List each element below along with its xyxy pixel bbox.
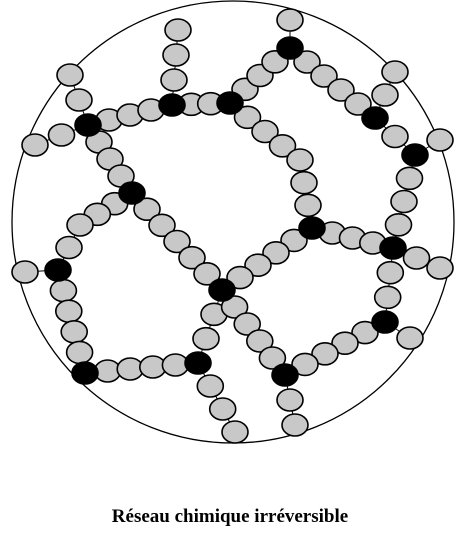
crosslink-node <box>209 279 235 301</box>
monomer-bead <box>397 167 423 189</box>
monomer-bead <box>382 61 408 83</box>
crosslink-node <box>45 259 71 281</box>
monomer-bead <box>391 191 417 213</box>
monomer-bead <box>66 89 92 111</box>
monomer-bead <box>197 375 223 397</box>
monomer-bead <box>295 194 321 216</box>
crosslink-node <box>299 217 325 239</box>
monomer-bead <box>282 414 308 436</box>
crosslink-node <box>380 237 406 259</box>
crosslink-node <box>272 364 298 386</box>
crosslink-node <box>402 144 428 166</box>
monomer-bead <box>386 214 412 236</box>
crosslink-node <box>217 92 243 114</box>
monomer-bead <box>404 247 430 269</box>
monomer-bead <box>427 129 453 151</box>
monomer-bead <box>61 321 87 343</box>
monomer-bead <box>372 84 398 106</box>
monomer-bead <box>427 257 453 279</box>
monomer-bead <box>291 172 317 194</box>
monomer-bead <box>56 300 82 322</box>
monomer-bead <box>67 341 93 363</box>
crosslink-node <box>119 182 145 204</box>
monomer-bead <box>161 69 187 91</box>
monomer-bead <box>277 389 303 411</box>
crosslink-node <box>75 114 101 136</box>
monomer-bead <box>49 124 75 146</box>
monomer-bead <box>210 398 236 420</box>
crosslink-node <box>277 37 303 59</box>
monomer-bead <box>277 9 303 31</box>
crosslink-node <box>185 352 211 374</box>
monomer-bead <box>56 237 82 259</box>
monomer-bead <box>377 262 403 284</box>
monomer-bead <box>382 126 408 148</box>
monomer-bead <box>22 134 48 156</box>
monomer-bead <box>50 280 76 302</box>
monomer-bead <box>193 328 219 350</box>
monomer-bead <box>165 19 191 41</box>
crosslink-node <box>159 94 185 116</box>
monomer-bead <box>12 261 38 283</box>
monomer-bead <box>163 44 189 66</box>
monomer-bead <box>287 149 313 171</box>
monomer-bead <box>397 327 423 349</box>
crosslink-node <box>72 362 98 384</box>
monomer-bead <box>67 214 93 236</box>
monomer-bead <box>57 64 83 86</box>
monomer-bead <box>375 286 401 308</box>
monomer-bead <box>222 421 248 443</box>
crosslink-node <box>362 107 388 129</box>
crosslink-node <box>372 311 398 333</box>
diagram-caption: Réseau chimique irréversible <box>0 506 460 528</box>
